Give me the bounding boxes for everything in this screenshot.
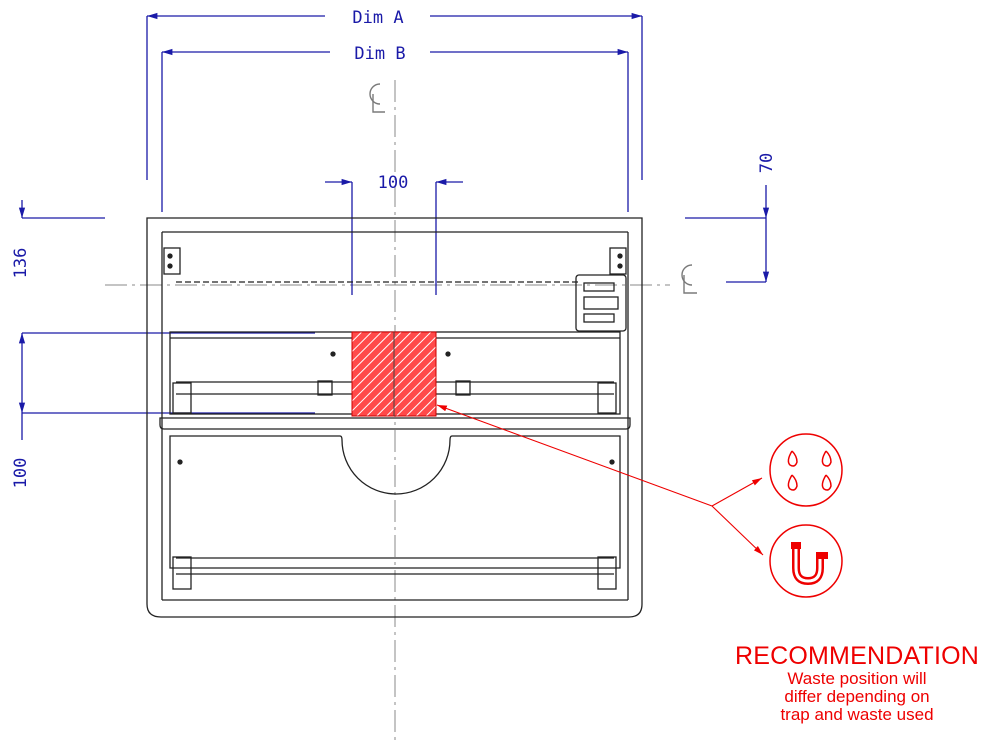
- dim-100-left-label: 100: [11, 458, 31, 489]
- waste-zone: [351, 331, 437, 417]
- dim-100-top-label: 100: [378, 173, 409, 193]
- centerline-symbol-vertical: [369, 83, 385, 113]
- dimension-lines: [18, 12, 770, 440]
- centerline-symbol-horizontal: [681, 264, 697, 294]
- recommendation-line-1: Waste position will: [787, 669, 927, 688]
- recommendation-leaders: [436, 404, 764, 556]
- recommendation-note: RECOMMENDATION Waste position will diffe…: [712, 642, 1002, 724]
- dim-a-label: Dim A: [352, 8, 403, 28]
- cabinet-outline: [146, 217, 643, 618]
- recommendation-line-2: differ depending on: [784, 687, 930, 706]
- dim-b-label: Dim B: [354, 44, 405, 64]
- recommendation-line-3: trap and waste used: [780, 705, 934, 724]
- dim-136-label: 136: [11, 248, 31, 279]
- water-drops-icon: [769, 433, 843, 507]
- p-trap-icon: [769, 524, 843, 598]
- recommendation-title: RECOMMENDATION: [735, 642, 979, 670]
- dim-70-label: 70: [757, 153, 777, 173]
